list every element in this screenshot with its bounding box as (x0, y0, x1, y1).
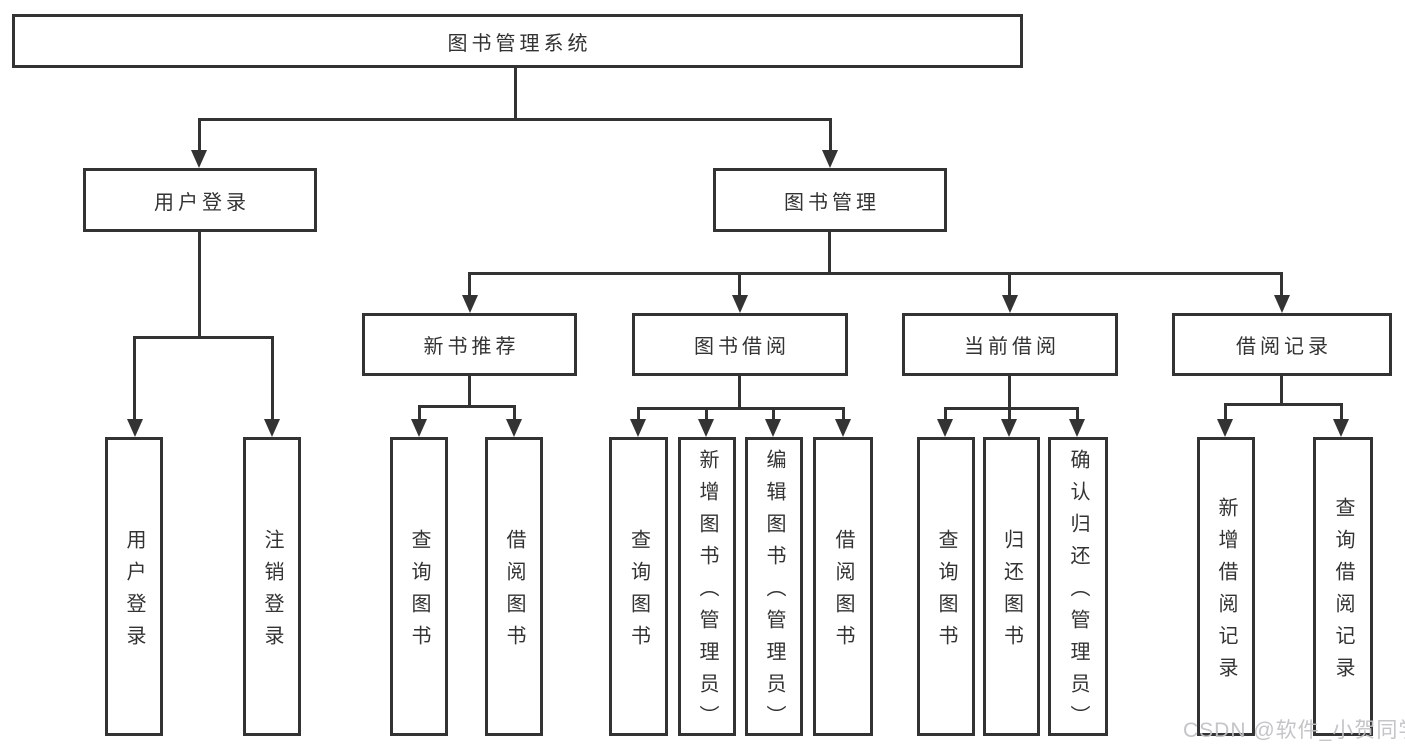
leaf-query-book-recommend: 查询图书 (390, 437, 448, 736)
connector-line (468, 272, 471, 295)
leaf-add-borrow-record-label: 新增借阅记录 (1215, 496, 1237, 689)
leaf-query-book-borrow-label: 查询图书 (627, 528, 650, 657)
arrow-down-icon (191, 150, 207, 168)
connector-line (1280, 272, 1283, 295)
node-book-management-label: 图书管理 (784, 191, 880, 214)
node-borrowing-records: 借阅记录 (1172, 313, 1392, 376)
connector-line (514, 68, 517, 118)
connector-line (1224, 403, 1343, 406)
connector-line (198, 118, 832, 121)
leaf-query-borrow-record-label: 查询借阅记录 (1332, 496, 1354, 689)
leaf-query-borrow-record: 查询借阅记录 (1313, 437, 1373, 736)
connector-line (468, 376, 471, 405)
leaf-edit-book-admin-label: 编辑图书（管理员） (763, 448, 785, 737)
connector-line (738, 272, 741, 295)
arrow-down-icon (835, 419, 851, 437)
arrow-down-icon (1274, 295, 1290, 313)
leaf-user-login: 用户登录 (105, 437, 163, 736)
connector-line (738, 376, 741, 407)
leaf-logout: 注销登录 (243, 437, 301, 736)
leaf-query-book-borrow: 查询图书 (609, 437, 668, 736)
connector-line (828, 232, 831, 272)
connector-line (944, 407, 1079, 410)
connector-line (1008, 272, 1011, 295)
connector-line (637, 407, 640, 419)
arrow-down-icon (822, 150, 838, 168)
arrow-down-icon (1217, 419, 1233, 437)
leaf-add-borrow-record: 新增借阅记录 (1197, 437, 1255, 736)
connector-line (198, 232, 201, 336)
arrow-down-icon (264, 419, 280, 437)
leaf-query-book-current: 查询图书 (917, 437, 975, 736)
leaf-borrow-book: 借阅图书 (813, 437, 873, 736)
connector-line (1076, 407, 1079, 419)
arrow-down-icon (462, 295, 478, 313)
watermark-text: CSDN @软件_小贺同学 (1183, 719, 1405, 742)
connector-line (772, 407, 775, 419)
leaf-return-book: 归还图书 (983, 437, 1040, 736)
connector-line (418, 405, 421, 419)
arrow-down-icon (698, 419, 714, 437)
connector-line (1008, 407, 1011, 419)
connector-line (271, 336, 274, 419)
arrow-down-icon (411, 419, 427, 437)
connector-line (418, 405, 516, 408)
node-current-borrowing: 当前借阅 (902, 313, 1118, 376)
arrow-down-icon (127, 419, 143, 437)
node-book-management: 图书管理 (713, 168, 947, 232)
node-current-borrowing-label: 当前借阅 (964, 336, 1060, 358)
node-book-borrowing: 图书借阅 (632, 313, 848, 376)
connector-line (198, 118, 201, 150)
arrow-down-icon (1333, 419, 1349, 437)
connector-line (829, 118, 832, 150)
leaf-add-book-admin: 新增图书（管理员） (678, 437, 736, 737)
leaf-user-login-label: 用户登录 (123, 528, 145, 657)
connector-line (944, 407, 947, 419)
arrow-down-icon (765, 419, 781, 437)
connector-line (637, 407, 845, 410)
leaf-logout-label: 注销登录 (261, 528, 283, 657)
node-borrowing-records-label: 借阅记录 (1236, 336, 1332, 358)
leaf-confirm-return-admin: 确认归还（管理员） (1048, 437, 1108, 737)
arrow-down-icon (937, 419, 953, 437)
connector-line (1340, 403, 1343, 419)
node-root: 图书管理系统 (12, 14, 1023, 68)
connector-line (133, 336, 136, 419)
leaf-query-book-current-label: 查询图书 (935, 528, 957, 657)
leaf-add-book-admin-label: 新增图书（管理员） (696, 448, 718, 737)
connector-line (1280, 376, 1283, 403)
connector-line (842, 407, 845, 419)
arrow-down-icon (1001, 419, 1017, 437)
leaf-return-book-label: 归还图书 (1000, 528, 1023, 657)
leaf-borrow-book-label: 借阅图书 (832, 528, 854, 657)
node-book-borrowing-label: 图书借阅 (694, 336, 790, 358)
arrow-down-icon (630, 419, 646, 437)
leaf-confirm-return-admin-label: 确认归还（管理员） (1067, 448, 1089, 737)
node-new-book-recommend-label: 新书推荐 (423, 336, 520, 358)
node-user-login-label: 用户登录 (154, 191, 250, 214)
connector-line (133, 336, 274, 339)
arrow-down-icon (506, 419, 522, 437)
connector-line (468, 272, 1283, 275)
connector-line (513, 405, 516, 419)
connector-line (705, 407, 708, 419)
connector-line (1008, 376, 1011, 407)
leaf-edit-book-admin: 编辑图书（管理员） (745, 437, 803, 737)
node-user-login: 用户登录 (83, 168, 317, 232)
leaf-borrow-book-recommend-label: 借阅图书 (503, 528, 525, 657)
arrow-down-icon (1069, 419, 1085, 437)
arrow-down-icon (1002, 295, 1018, 313)
arrow-down-icon (732, 295, 748, 313)
connector-line (1224, 403, 1227, 419)
leaf-query-book-recommend-label: 查询图书 (408, 528, 430, 657)
node-root-label: 图书管理系统 (447, 32, 592, 55)
node-new-book-recommend: 新书推荐 (362, 313, 577, 376)
leaf-borrow-book-recommend: 借阅图书 (485, 437, 543, 736)
